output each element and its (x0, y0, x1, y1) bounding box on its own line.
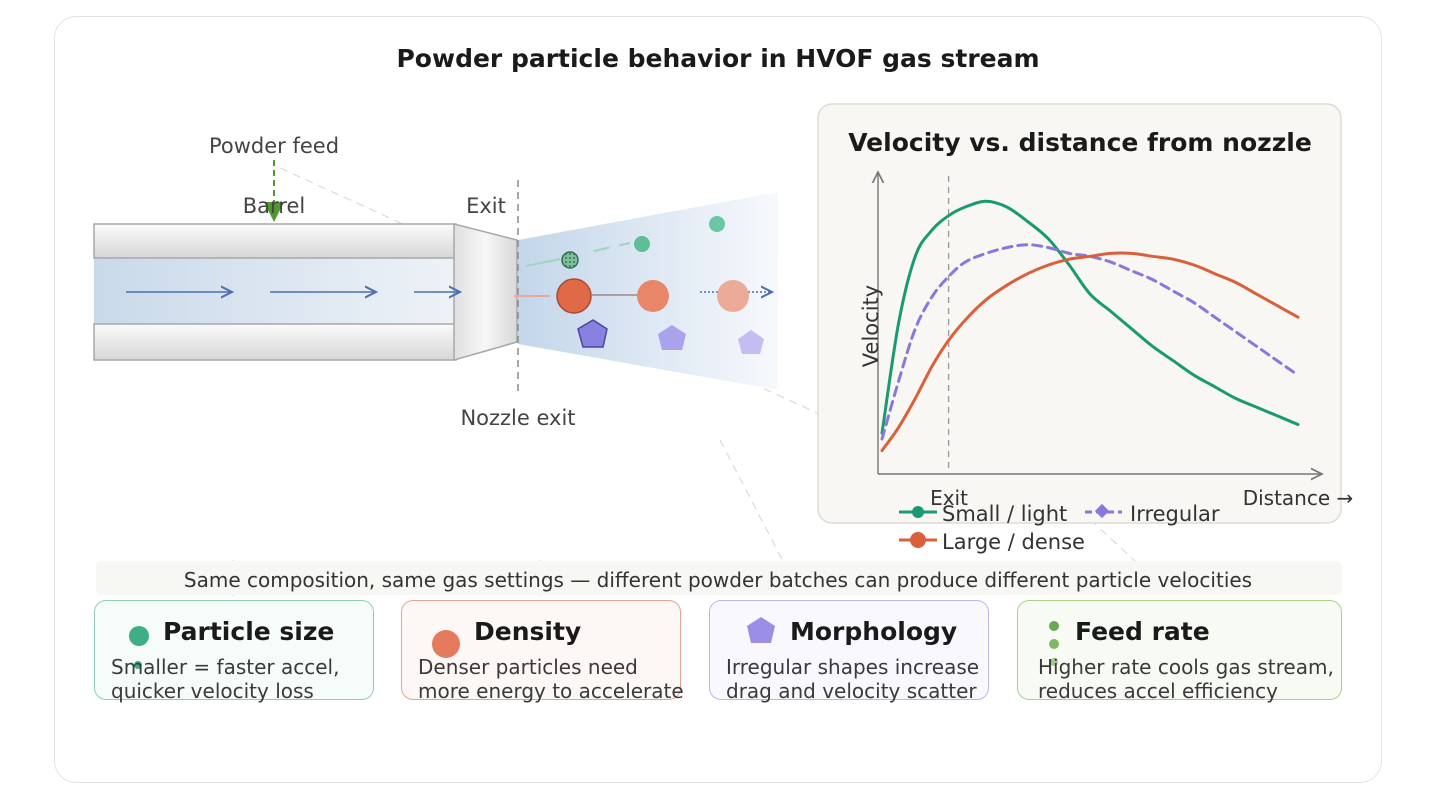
card-text-line1: Irregular shapes increase (726, 655, 980, 679)
series-layer (880, 199, 1300, 453)
barrel-label: Barrel (243, 194, 305, 218)
irregular-particle-icon (738, 330, 764, 354)
card-title: Feed rate (1075, 617, 1210, 646)
exit-label: Exit (466, 194, 506, 218)
card-text-line2: drag and velocity scatter (726, 679, 977, 703)
small-particle-icon (634, 236, 650, 252)
card-density: Density Denser particles need more energ… (401, 600, 684, 703)
card-text-line2: reduces accel efficiency (1038, 679, 1279, 703)
morphology-icon (747, 617, 775, 643)
exit-tick-label: Exit (930, 486, 968, 510)
legend-label-dense: Large / dense (942, 530, 1085, 554)
card-morphology: Morphology Irregular shapes increase dra… (709, 600, 989, 703)
card-feed-rate: Feed rate Higher rate cools gas stream, … (1017, 600, 1342, 703)
dense-particle-icon (717, 280, 749, 312)
legend-label-small: Small / light (942, 502, 1067, 526)
nozzle-cone (453, 223, 518, 361)
legend-marker-small (912, 506, 924, 518)
irregular-particle-icon (577, 319, 608, 348)
series-line-1 (880, 199, 1300, 435)
particle-size-icon (129, 626, 149, 669)
chart-title: Velocity vs. distance from nozzle (848, 128, 1312, 157)
series-line-3 (880, 251, 1300, 453)
banner-box (96, 561, 1342, 595)
small-particle-icon (561, 251, 579, 269)
figure-title: Powder particle behavior in HVOF gas str… (396, 44, 1039, 73)
dense-particle-icon (556, 278, 592, 314)
legend-marker-irregular (1094, 503, 1110, 519)
series-line-2 (880, 243, 1300, 441)
nozzle-exit-label: Nozzle exit (460, 406, 575, 430)
card-text-line1: Denser particles need (418, 655, 638, 679)
dense-particle-icon (637, 280, 669, 312)
feed-rate-icon (1049, 621, 1059, 666)
card-text-line1: Smaller = faster accel, (111, 655, 340, 679)
barrel-wall-top (93, 223, 457, 259)
barrel-wall-bottom (93, 323, 457, 361)
density-icon (432, 630, 460, 658)
powder-feed-label: Powder feed (209, 134, 339, 158)
irregular-particle-icon (658, 325, 686, 350)
barrel-bore (94, 258, 456, 324)
x-axis-label: Distance → (1243, 486, 1354, 510)
banner-text: Same composition, same gas settings — di… (184, 568, 1252, 592)
card-title: Density (474, 617, 582, 646)
legend-marker-dense (910, 532, 926, 548)
chart-legend: Small / light Irregular Large / dense (899, 502, 1220, 554)
legend-label-irregular: Irregular (1130, 502, 1220, 526)
chart-panel (817, 103, 1342, 524)
card-title: Morphology (790, 617, 958, 646)
y-axis-label: Velocity (859, 285, 883, 367)
card-text-line2: more energy to accelerate (418, 679, 684, 703)
particles (556, 216, 764, 354)
small-particle-icon (709, 216, 725, 232)
card-text-line2: quicker velocity loss (111, 679, 314, 703)
card-title: Particle size (163, 617, 335, 646)
hvof-gun (93, 180, 778, 392)
card-particle-size: Particle size Smaller = faster accel, qu… (94, 600, 374, 703)
card-text-line1: Higher rate cools gas stream, (1038, 655, 1334, 679)
